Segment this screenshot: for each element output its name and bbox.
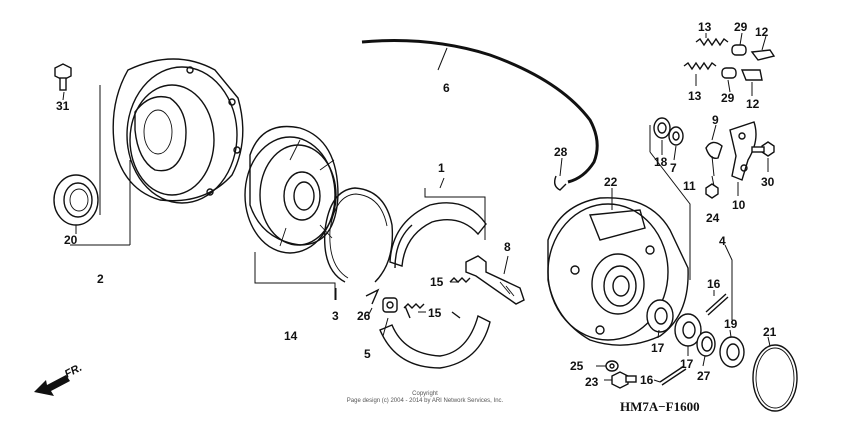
- callout-12a: 12: [755, 25, 769, 39]
- callout-13a: 13: [698, 20, 712, 34]
- callout-6: 6: [443, 81, 450, 95]
- callout-15b: 15: [428, 306, 442, 320]
- callout-29a: 29: [734, 20, 748, 34]
- callout-5: 5: [364, 347, 371, 361]
- pin-29b[interactable]: [721, 67, 737, 79]
- arm-12a[interactable]: [750, 49, 776, 61]
- callout-17b: 17: [680, 357, 694, 371]
- callout-22: 22: [604, 175, 618, 189]
- callout-9: 9: [712, 113, 719, 127]
- washer-25[interactable]: [605, 360, 619, 372]
- brake-cable-6[interactable]: [361, 39, 599, 184]
- callout-14: 14: [284, 329, 298, 343]
- bearing-17b[interactable]: [674, 313, 702, 347]
- callout-28: 28: [554, 145, 568, 159]
- callout-27: 27: [697, 369, 711, 383]
- callout-11: 11: [683, 179, 696, 193]
- callout-10: 10: [732, 198, 746, 212]
- callout-3: 3: [332, 309, 339, 323]
- callout-4: 4: [719, 234, 726, 248]
- callout-24: 24: [706, 211, 720, 225]
- washer-7[interactable]: [668, 126, 684, 146]
- callout-16b: 16: [640, 373, 654, 387]
- stud-16a[interactable]: [705, 293, 729, 316]
- oil-seal-20[interactable]: [53, 174, 99, 226]
- callout-8: 8: [504, 240, 511, 254]
- callout-17a: 17: [651, 341, 665, 355]
- callout-7: 7: [670, 161, 677, 175]
- callout-20: 20: [64, 233, 78, 247]
- callout-19: 19: [724, 317, 738, 331]
- seal-18[interactable]: [653, 117, 671, 139]
- pin-26[interactable]: [365, 288, 380, 305]
- copyright-line1: Copyright: [412, 391, 438, 397]
- callout-31: 31: [56, 99, 70, 113]
- spring-ring-3[interactable]: [323, 187, 394, 283]
- drum-cover-2[interactable]: [112, 58, 244, 204]
- callout-29b: 29: [721, 91, 735, 105]
- bolt-30[interactable]: [751, 141, 775, 157]
- spring-13b[interactable]: [683, 61, 717, 71]
- callout-23: 23: [585, 375, 599, 389]
- arrow-icon: [34, 375, 70, 396]
- spacer-27[interactable]: [696, 331, 716, 357]
- callout-15a: 15: [430, 275, 444, 289]
- bolt-31[interactable]: [54, 63, 72, 91]
- seal-19[interactable]: [719, 336, 745, 368]
- plate-5[interactable]: [382, 297, 398, 313]
- clip-28[interactable]: [553, 175, 567, 191]
- bearing-17a[interactable]: [646, 299, 674, 333]
- callout-21: 21: [763, 325, 777, 339]
- callout-26: 26: [357, 309, 371, 323]
- callout-labels: 31 20 2 14 3 1 6 8 28 22 15 15 26 5 25 2…: [56, 20, 777, 389]
- brake-shoe-upper-1[interactable]: [389, 202, 487, 269]
- nut-24[interactable]: [705, 183, 719, 199]
- callout-12b: 12: [746, 97, 760, 111]
- diagram-code: HM7A−F1600: [620, 399, 700, 414]
- callout-25: 25: [570, 359, 584, 373]
- front-label: FR.: [63, 362, 84, 381]
- copyright-line2: Page design (c) 2004 - 2014 by ARI Netwo…: [347, 398, 504, 404]
- callout-13b: 13: [688, 89, 702, 103]
- brake-drum-14[interactable]: [244, 125, 339, 254]
- brake-cam-8[interactable]: [465, 255, 525, 305]
- o-ring-21[interactable]: [752, 344, 798, 412]
- brake-shoe-lower-1[interactable]: [379, 305, 491, 369]
- callout-1: 1: [438, 161, 445, 175]
- callout-18: 18: [654, 155, 668, 169]
- spring-13a[interactable]: [695, 37, 729, 47]
- stud-16b[interactable]: [659, 365, 687, 386]
- leader-lines: [62, 32, 771, 383]
- callout-30: 30: [761, 175, 775, 189]
- arm-12b[interactable]: [740, 69, 763, 81]
- shoe-spring-15[interactable]: [403, 277, 471, 309]
- pin-29a[interactable]: [731, 44, 747, 56]
- indicator-9[interactable]: [705, 141, 723, 159]
- callout-16a: 16: [707, 277, 721, 291]
- front-arrow: FR.: [34, 362, 84, 396]
- callout-2: 2: [97, 272, 104, 286]
- bolt-23[interactable]: [611, 371, 637, 389]
